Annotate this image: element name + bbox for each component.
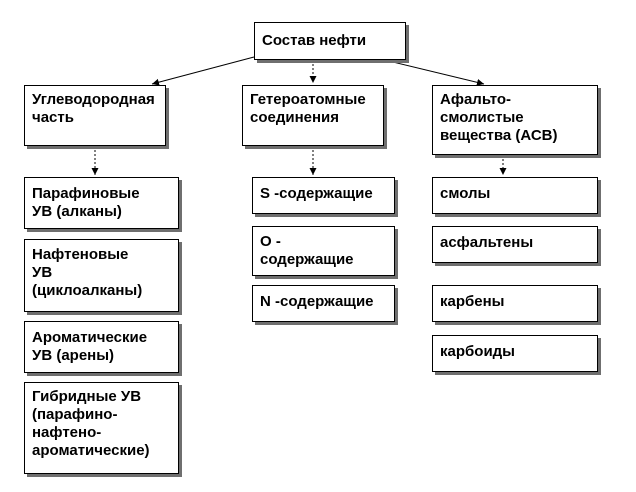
item-resins: смолы bbox=[432, 177, 598, 214]
item-nitrogen-containing: N -содержащие bbox=[252, 285, 395, 322]
item-carboids: карбоиды bbox=[432, 335, 598, 372]
header-hydrocarbon-part: Углеводородная часть bbox=[24, 85, 166, 146]
item-aromatic-hydrocarbons: Ароматические УВ (арены) bbox=[24, 321, 179, 373]
arrow-root-to-hydrocarbons bbox=[151, 56, 255, 86]
item-oxygen-containing: O - содержащие bbox=[252, 226, 395, 276]
header-heteroatomic-compounds: Гетероатомные соединения bbox=[242, 85, 384, 146]
root-node: Состав нефти bbox=[254, 22, 406, 60]
item-asphaltenes: асфальтены bbox=[432, 226, 598, 263]
item-paraffinic-hydrocarbons: Парафиновые УВ (алканы) bbox=[24, 177, 179, 229]
item-sulfur-containing: S -содержащие bbox=[252, 177, 395, 214]
item-hybrid-hydrocarbons: Гибридные УВ (парафино- нафтено- аромати… bbox=[24, 382, 179, 474]
item-carbenes: карбены bbox=[432, 285, 598, 322]
item-naphthenic-hydrocarbons: Нафтеновые УВ (циклоалканы) bbox=[24, 239, 179, 312]
arrow-root-to-asphaltic bbox=[371, 56, 485, 86]
header-asphalt-resin-substances: Афальто- смолистые вещества (АСВ) bbox=[432, 85, 598, 155]
